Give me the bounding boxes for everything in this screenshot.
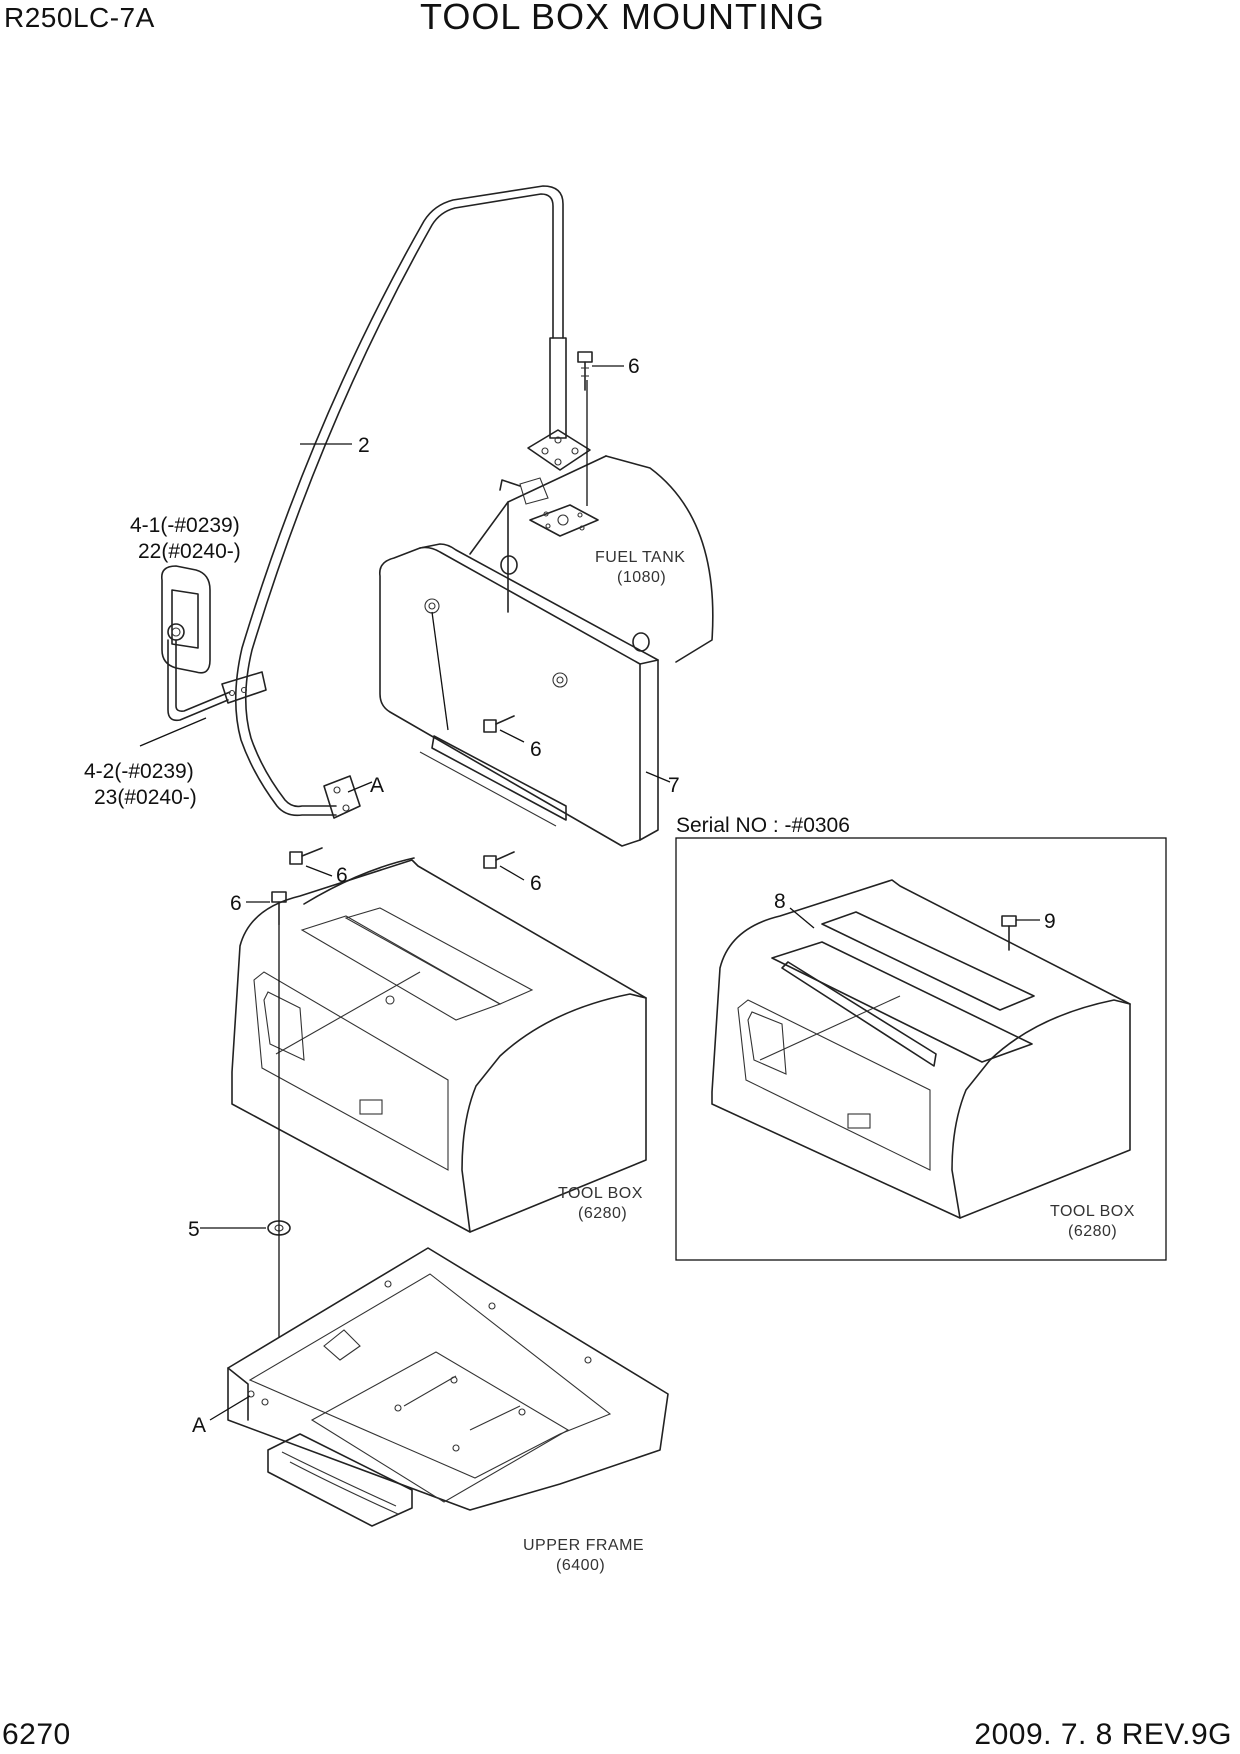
fuel-tank: FUEL TANK (1080) [469, 380, 714, 663]
serial-label: Serial NO : -#0306 [676, 814, 850, 837]
callout-mirror-arm-2: 23(#0240-) [94, 786, 197, 809]
callout-bolt-toolbox: 6 [230, 892, 242, 915]
upper-frame-code: (6400) [556, 1557, 605, 1574]
leader-line [645, 771, 671, 783]
fuel-tank-code: (1080) [617, 569, 666, 586]
upper-frame: UPPER FRAME (6400) [227, 1247, 669, 1574]
leader-line [139, 717, 207, 747]
callout-plate: 8 [774, 890, 786, 913]
callout-mirror-arm-1: 4-2(-#0239) [84, 760, 194, 783]
callout-bar: 2 [358, 434, 370, 457]
mirror-head [160, 565, 267, 722]
bolt-icon [483, 715, 515, 733]
page-title: TOOL BOX MOUNTING [420, 0, 826, 37]
leader-line [347, 781, 373, 793]
inset-tool-box-label: TOOL BOX [1050, 1203, 1135, 1220]
bar-bracket [323, 775, 361, 819]
callout-detail-a-top: A [370, 774, 384, 797]
bolt-icon [483, 851, 515, 869]
leader-line [499, 865, 525, 881]
bolt-icon [271, 891, 287, 925]
callout-bolt-plate: 9 [1044, 910, 1056, 933]
callout-detail-a-bottom: A [192, 1414, 206, 1437]
leader-line [305, 865, 333, 877]
leader-line [789, 907, 815, 929]
date-revision: 2009. 7. 8 REV.9G [974, 1718, 1232, 1751]
tool-box: TOOL BOX (6280) [231, 857, 647, 1233]
upper-frame-label: UPPER FRAME [523, 1537, 644, 1554]
callout-bolt-top: 6 [628, 355, 640, 378]
fuel-tank-label: FUEL TANK [595, 549, 685, 566]
callout-bolt-cover-lower: 6 [530, 872, 542, 895]
page-number: 6270 [2, 1718, 71, 1751]
callout-washer: 5 [188, 1218, 200, 1241]
bolt-icon [577, 351, 593, 391]
callout-mirror-head-2: 22(#0240-) [138, 540, 241, 563]
inset-tool-box-code: (6280) [1068, 1223, 1117, 1240]
leader-line [209, 1395, 251, 1421]
serial-inset-frame [675, 837, 1167, 1261]
callout-bolt-bracket: 6 [336, 864, 348, 887]
tool-box-label: TOOL BOX [558, 1185, 643, 1202]
model-number: R250LC-7A [4, 2, 155, 33]
inset-tool-box: TOOL BOX (6280) [711, 879, 1135, 1240]
bolt-icon [289, 847, 323, 865]
bolt-icon [1001, 915, 1017, 951]
callout-bolt-cover: 6 [530, 738, 542, 761]
callout-mirror-head-1: 4-1(-#0239) [130, 514, 240, 537]
mirror-stay-bar [234, 185, 591, 817]
tank-cover [378, 543, 659, 847]
leader-line [499, 729, 525, 743]
callout-cover: 7 [668, 774, 680, 797]
tool-box-code: (6280) [578, 1205, 627, 1222]
